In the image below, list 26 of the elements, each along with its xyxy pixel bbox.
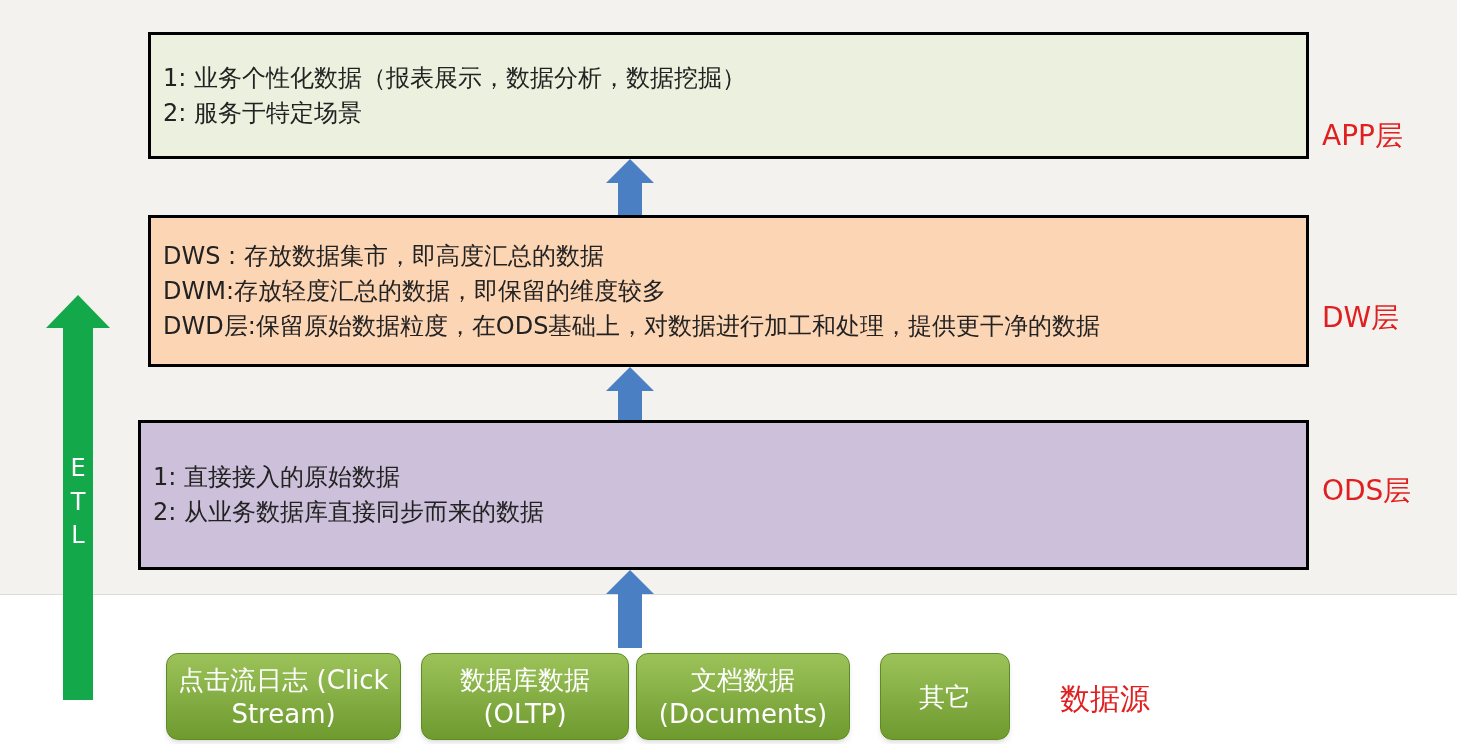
data-source-box bbox=[636, 653, 850, 740]
layer-description: DWS : 存放数据集市，即高度汇总的数据 bbox=[163, 240, 605, 272]
data-source-box bbox=[166, 653, 401, 740]
layer-box bbox=[148, 215, 1309, 367]
block-arrow bbox=[606, 570, 654, 648]
layer-box bbox=[148, 32, 1309, 159]
data-source-box bbox=[880, 653, 1010, 740]
layer-description: DWM:存放轻度汇总的数据，即保留的维度较多 bbox=[163, 275, 667, 307]
layer-name: ODS层 bbox=[1322, 473, 1412, 509]
block-arrow bbox=[606, 367, 654, 420]
layer-name: DW层 bbox=[1322, 300, 1400, 336]
source-label: 文档数据 (Documents) bbox=[657, 663, 829, 731]
layer-description: 1: 直接接入的原始数据 bbox=[153, 462, 401, 493]
layer-description: 1: 业务个性化数据（报表展示，数据分析，数据挖掘） bbox=[163, 62, 747, 94]
layer-box bbox=[138, 420, 1309, 570]
etl-label: ETL bbox=[69, 453, 87, 552]
data-source-box bbox=[421, 653, 629, 740]
layer-description: 2: 服务于特定场景 bbox=[163, 97, 363, 129]
layer-description: DWD层:保留原始数据粒度，在ODS基础上，对数据进行加工和处理，提供更干净的数据 bbox=[163, 310, 1102, 342]
source-group-label: 数据源 bbox=[1060, 680, 1150, 718]
layer-description: 2: 从业务数据库直接同步而来的数据 bbox=[153, 497, 545, 528]
source-label: 点击流日志 (Click Stream) bbox=[177, 663, 390, 731]
layer-name: APP层 bbox=[1322, 118, 1403, 154]
source-label: 数据库数据 (OLTP) bbox=[459, 663, 591, 731]
block-arrow bbox=[606, 159, 654, 215]
source-label: 其它 bbox=[919, 680, 971, 714]
